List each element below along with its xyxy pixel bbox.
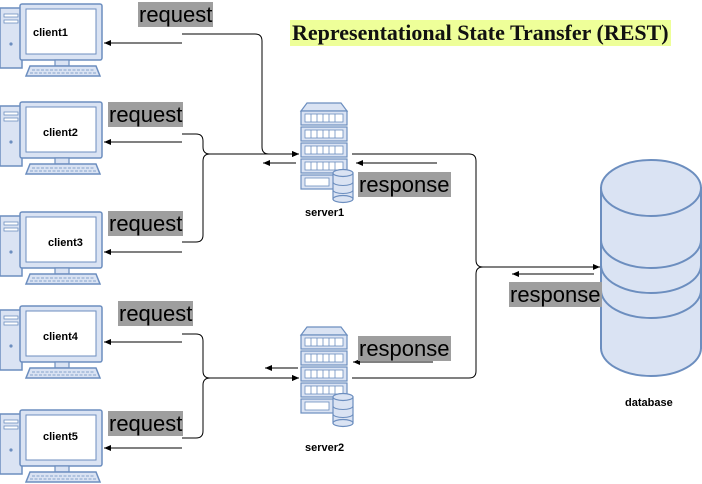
edge-client1-server1 xyxy=(182,33,299,157)
response-label-database: response xyxy=(509,282,602,307)
edge-server1-database xyxy=(352,153,600,270)
edge-server2-database xyxy=(352,266,600,379)
database-icon xyxy=(600,159,702,377)
request-label-client3: request xyxy=(108,211,184,236)
request-label-client1: request xyxy=(138,2,214,27)
database-label: database xyxy=(625,397,673,409)
edge-client4-server2 xyxy=(182,333,299,381)
edge-client5-server2 xyxy=(182,375,299,439)
response-label-server1: response xyxy=(358,172,451,197)
client1-computer-icon xyxy=(0,3,103,77)
client3-label: client3 xyxy=(48,237,83,249)
client5-label: client5 xyxy=(43,431,78,443)
server2-label: server2 xyxy=(305,442,345,454)
server1-icon xyxy=(300,102,354,204)
diagram-title: Representational State Transfer (REST) xyxy=(290,20,671,46)
edge-client3-server1 xyxy=(182,153,299,243)
edge-client2-server1 xyxy=(182,133,299,157)
client1-label: client1 xyxy=(33,27,68,39)
server1-label: server1 xyxy=(305,207,345,219)
client4-label: client4 xyxy=(43,331,78,343)
response-label-server2: response xyxy=(358,336,451,361)
request-label-client5: request xyxy=(108,411,184,436)
server2-icon xyxy=(300,326,354,428)
client2-label: client2 xyxy=(43,127,78,139)
client5-computer-icon xyxy=(0,409,103,483)
request-label-client2: request xyxy=(108,102,184,127)
request-label-client4: request xyxy=(118,301,194,326)
